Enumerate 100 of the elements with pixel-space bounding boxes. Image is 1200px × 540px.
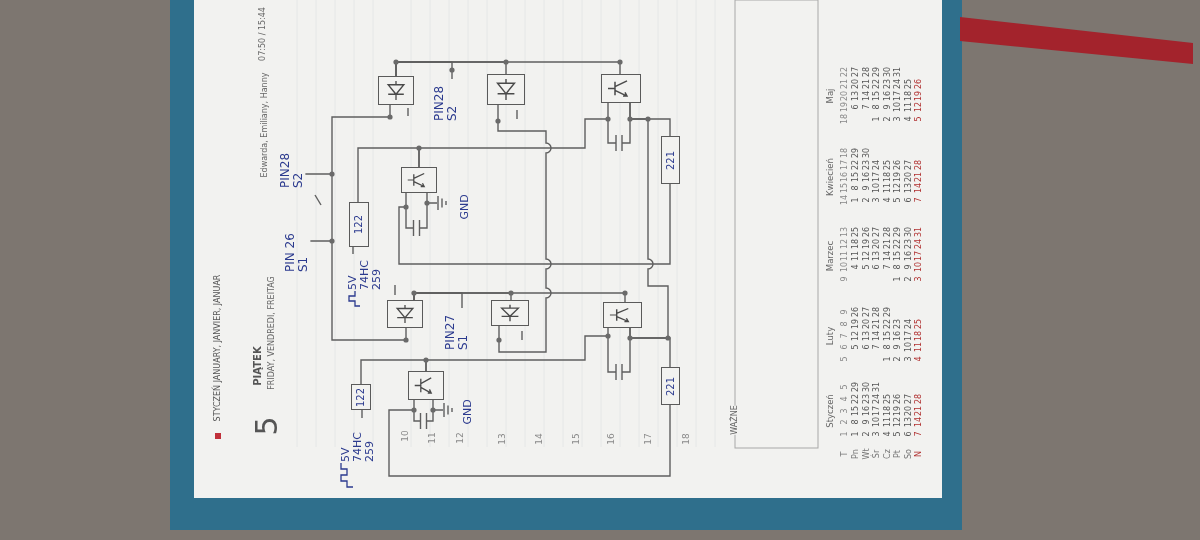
calendar-date: 27 — [851, 67, 861, 78]
handwritten-label: PIN 26 S1 — [284, 226, 311, 272]
wire — [304, 104, 391, 175]
week-number: 12 — [840, 238, 850, 249]
week-number: 11 — [840, 250, 850, 261]
calendar-date: 23 — [893, 318, 903, 329]
calendar-date: 10 — [914, 262, 924, 273]
calendar-date: 19 — [893, 171, 903, 182]
calendar-date: 1 — [883, 356, 892, 362]
calendar-date: 5 — [893, 431, 903, 437]
calendar-date: 30 — [862, 148, 871, 159]
week-number: 17 — [840, 159, 850, 170]
sun-times: 07:50 / 15:44 — [258, 7, 268, 61]
calendar-date: 29 — [893, 227, 903, 238]
calendar-date: 2 — [893, 356, 903, 362]
calendar-date: 27 — [904, 393, 913, 404]
calendar-date: 29 — [883, 307, 892, 318]
resistor-box: 122 — [351, 384, 371, 410]
hour-number: 10 — [401, 430, 411, 442]
calendar-date: 12 — [893, 183, 903, 194]
component-box — [601, 74, 641, 103]
calendar-date: 20 — [862, 318, 871, 329]
resistor-box: 221 — [661, 136, 680, 184]
week-number: 4 — [840, 396, 850, 402]
calendar-date: 6 — [904, 197, 913, 203]
calendar-date: 16 — [862, 171, 871, 182]
calendar-date: 15 — [872, 90, 882, 101]
calendar-date: 15 — [851, 171, 861, 182]
calendar-date: 22 — [872, 78, 882, 89]
calendar-date: 1 — [851, 431, 861, 437]
calendar-date: 20 — [904, 405, 913, 416]
calendar-date: 1 — [893, 276, 903, 282]
ground-label: GND — [461, 399, 475, 425]
week-number: 9 — [840, 276, 850, 282]
calendar-date: 11 — [904, 102, 913, 113]
calendar-date: 8 — [851, 185, 861, 191]
calendar-date: 23 — [862, 393, 871, 404]
calendar-date: 2 — [862, 431, 871, 437]
calendar-date: 4 — [851, 264, 861, 270]
calendar-date: 31 — [872, 382, 882, 393]
wire — [497, 104, 552, 353]
wire — [361, 409, 363, 419]
calendar-date: 13 — [862, 330, 871, 341]
calendar-date: 16 — [904, 250, 913, 261]
week-number: 13 — [840, 227, 850, 238]
calendar-date: 6 — [904, 431, 913, 437]
ground-label: GND — [458, 194, 472, 220]
calendar-date: 26 — [893, 159, 903, 170]
calendar-date: 23 — [862, 159, 871, 170]
calendar-date: 25 — [904, 78, 913, 89]
calendar-date: 27 — [862, 307, 871, 318]
calendar-date: 5 — [851, 344, 861, 350]
calendar-date: 14 — [914, 183, 924, 194]
calendar-date: 1 — [872, 116, 882, 122]
hour-number: 12 — [456, 432, 466, 444]
handwritten-label: PIN28 S2 — [433, 79, 460, 121]
calendar-date: 7 — [862, 104, 871, 110]
week-number: 1 — [840, 431, 850, 437]
calendar-date: 11 — [914, 342, 924, 353]
weekday-abbreviation: Pt — [893, 450, 903, 458]
calendar-date: 11 — [883, 183, 892, 194]
calendar-date: 23 — [904, 238, 913, 249]
handwritten-label: 5V 74HC 259 — [340, 418, 377, 462]
calendar-date: 6 — [872, 264, 882, 270]
calendar-date: 25 — [883, 393, 892, 404]
calendar-date: 21 — [872, 318, 882, 329]
calendar-date: 22 — [893, 238, 903, 249]
wire — [418, 102, 609, 168]
calendar-date: 26 — [914, 78, 924, 89]
component-box — [387, 300, 423, 328]
component-box — [603, 302, 642, 328]
calendar-date: 21 — [914, 171, 924, 182]
calendar-date: 15 — [893, 250, 903, 261]
component-box — [491, 300, 529, 326]
calendar-date: 16 — [883, 90, 892, 101]
calendar-date: 28 — [914, 159, 924, 170]
calendar-date: 3 — [914, 276, 924, 282]
calendar-date: 19 — [851, 318, 861, 329]
week-number: 22 — [840, 67, 850, 78]
calendar-date: 21 — [862, 78, 871, 89]
handwritten-label: PIN28 S2 — [279, 146, 306, 188]
calendar-date: 3 — [872, 197, 882, 203]
calendar-date: 7 — [883, 264, 892, 270]
calendar-date: 6 — [851, 104, 861, 110]
calendar-date: 25 — [851, 227, 861, 238]
calendar-date: 5 — [862, 264, 871, 270]
calendar-date: 13 — [904, 183, 913, 194]
calendar-date: 22 — [851, 159, 861, 170]
calendar-date: 3 — [893, 116, 903, 122]
calendar-date: 24 — [893, 78, 903, 89]
calendar-date: 7 — [914, 431, 924, 437]
week-column-heading: T — [840, 451, 850, 457]
week-number: 15 — [840, 183, 850, 194]
calendar-date: 17 — [904, 330, 913, 341]
calendar-date: 13 — [904, 417, 913, 428]
calendar-date: 3 — [904, 356, 913, 362]
week-number: 18 — [840, 148, 850, 159]
calendar-date: 14 — [914, 417, 924, 428]
calendar-date: 24 — [914, 238, 924, 249]
calendar-date: 8 — [893, 264, 903, 270]
